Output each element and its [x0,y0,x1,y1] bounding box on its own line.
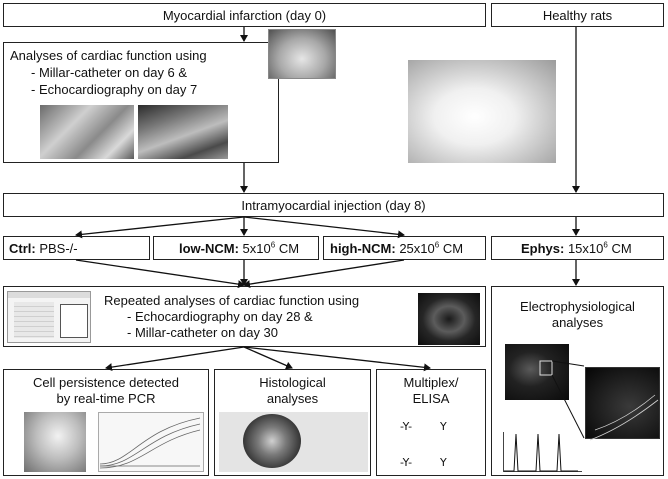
arrow-repeated-to-multiplex [244,347,430,368]
electro-title-line1: Electrophysiological [492,299,663,314]
group-ctrl-box: Ctrl: PBS-/- [3,236,150,260]
group-high-label: high-NCM: [330,241,396,256]
arrow-high-to-repeated [244,260,404,285]
arrow-injection-to-high [244,217,404,235]
group-low-unit: CM [275,241,299,256]
repeated-analyses-item-millar: - Millar-catheter on day 30 [127,325,278,340]
software-screenshot [7,291,91,343]
histology-box: Histological analyses [214,369,371,476]
group-high-box: high-NCM: 25x106 CM [323,236,486,260]
group-low-box: low-NCM: 5x106 CM [153,236,319,260]
mi-box: Myocardial infarction (day 0) [3,3,486,27]
group-ephys-label: Ephys: [521,241,564,256]
echo-setup-photo [138,105,228,159]
elisa-schematic [397,412,475,472]
persistence-box: Cell persistence detected by real-time P… [3,369,209,476]
arrow-repeated-to-persistence [106,347,244,368]
persistence-title-line1: Cell persistence detected [4,375,208,390]
tissue-image [505,344,569,400]
catheter-photo [40,105,134,159]
histology-title-line1: Histological [215,375,370,390]
arrow-repeated-to-histology [244,347,292,368]
pcr-curve-plot [98,412,204,472]
electro-box: Electrophysiological analyses [491,286,664,476]
group-low-text: low-NCM: 5x106 CM [179,241,299,256]
cardiac-analyses-item-echo: - Echocardiography on day 7 [31,82,197,97]
injection-label: Intramyocardial injection (day 8) [4,198,663,213]
cardiac-analyses-box: Analyses of cardiac function using - Mil… [3,42,279,163]
electro-title-line2: analyses [492,315,663,330]
group-low-value: 5x10 [239,241,271,256]
arrow-ctrl-to-repeated [76,260,244,285]
group-ephys-text: Ephys: 15x106 CM [521,241,632,256]
group-ephys-value: 15x10 [564,241,603,256]
group-high-value: 25x10 [396,241,435,256]
repeated-analyses-title: Repeated analyses of cardiac function us… [104,293,359,308]
histology-photo [219,412,368,472]
persistence-title-line2: by real-time PCR [4,391,208,406]
surgery-photo [268,29,336,79]
electrogram-plot [503,432,582,472]
group-ctrl-text: Ctrl: PBS-/- [9,241,78,256]
group-ephys-unit: CM [608,241,632,256]
group-high-text: high-NCM: 25x106 CM [330,241,463,256]
multiplex-box: Multiplex/ ELISA [376,369,486,476]
group-low-label: low-NCM: [179,241,239,256]
mi-label: Myocardial infarction (day 0) [4,8,485,23]
tube-photo [24,412,86,472]
group-ctrl-value: PBS-/- [36,241,78,256]
tissue-zoom-image [585,367,660,439]
arrow-injection-to-ctrl [76,217,244,235]
cardiac-analyses-item-millar: - Millar-catheter on day 6 & [31,65,187,80]
echo-image [418,293,480,345]
multiplex-title-line1: Multiplex/ [377,375,485,390]
group-ephys-box: Ephys: 15x106 CM [491,236,664,260]
histology-title-line2: analyses [215,391,370,406]
healthy-rats-label: Healthy rats [492,8,663,23]
multiplex-title-line2: ELISA [377,391,485,406]
repeated-analyses-box: Repeated analyses of cardiac function us… [3,286,486,347]
repeated-analyses-item-echo: - Echocardiography on day 28 & [127,309,313,324]
injection-box: Intramyocardial injection (day 8) [3,193,664,217]
group-ctrl-label: Ctrl: [9,241,36,256]
healthy-rats-box: Healthy rats [491,3,664,27]
rat-photo [408,60,556,163]
group-high-unit: CM [439,241,463,256]
cardiac-analyses-title: Analyses of cardiac function using [10,48,207,63]
